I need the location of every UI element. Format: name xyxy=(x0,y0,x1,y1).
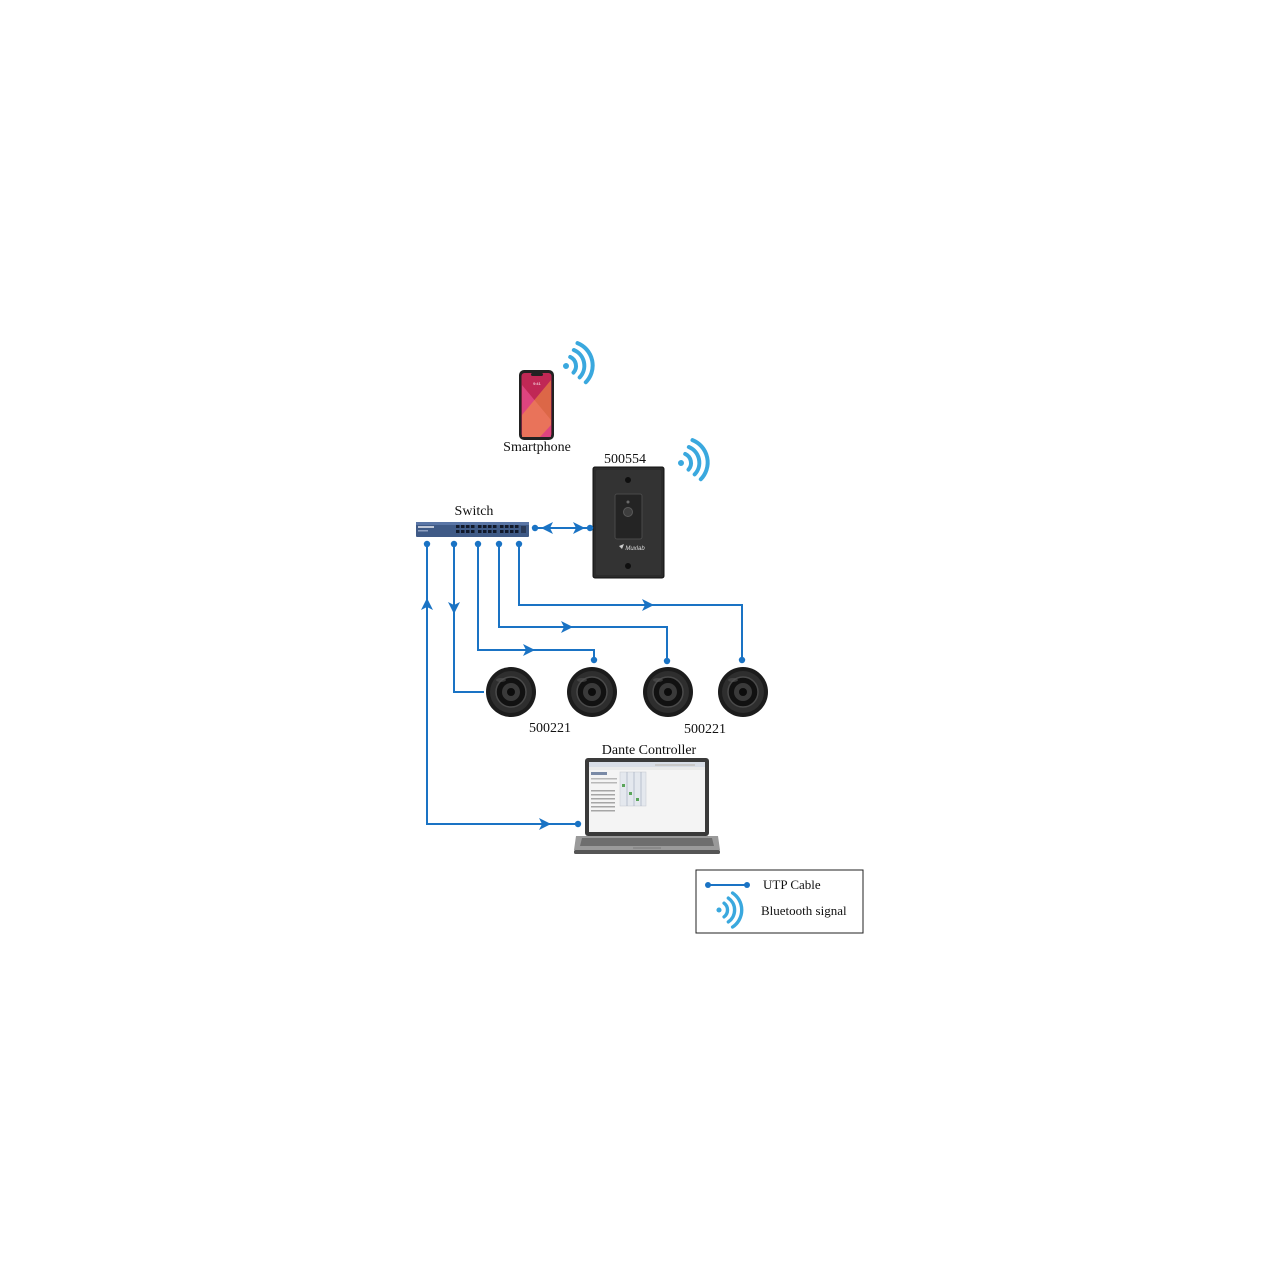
legend-cable-label: UTP Cable xyxy=(763,877,821,892)
controller-label: Dante Controller xyxy=(602,743,697,758)
ceiling-speaker-2 xyxy=(567,667,617,717)
cable-speaker-2 xyxy=(478,544,594,660)
smartphone-label: Smartphone xyxy=(503,440,571,455)
network-switch-icon xyxy=(416,522,529,537)
legend-bluetooth-label: Bluetooth signal xyxy=(761,903,847,918)
speaker-label-right: 500221 xyxy=(684,722,726,737)
cable-speaker-1 xyxy=(454,544,484,692)
speaker-label-left: 500221 xyxy=(529,721,571,736)
legend: UTP Cable Bluetooth signal xyxy=(696,870,863,933)
svg-text:9:41: 9:41 xyxy=(533,381,542,386)
laptop-icon xyxy=(574,758,720,854)
ceiling-speaker-3 xyxy=(643,667,693,717)
switch-label: Switch xyxy=(455,504,494,519)
wall-panel-label: 500554 xyxy=(604,452,646,467)
ceiling-speaker-4 xyxy=(718,667,768,717)
smartphone-bluetooth-icon xyxy=(559,341,596,386)
wall-panel-bluetooth-icon xyxy=(674,438,711,483)
smartphone-icon: 9:41 xyxy=(519,370,554,440)
ceiling-speaker-1 xyxy=(486,667,536,717)
wall-panel-icon: Muxlab xyxy=(593,467,664,578)
svg-text:Muxlab: Muxlab xyxy=(625,546,645,552)
